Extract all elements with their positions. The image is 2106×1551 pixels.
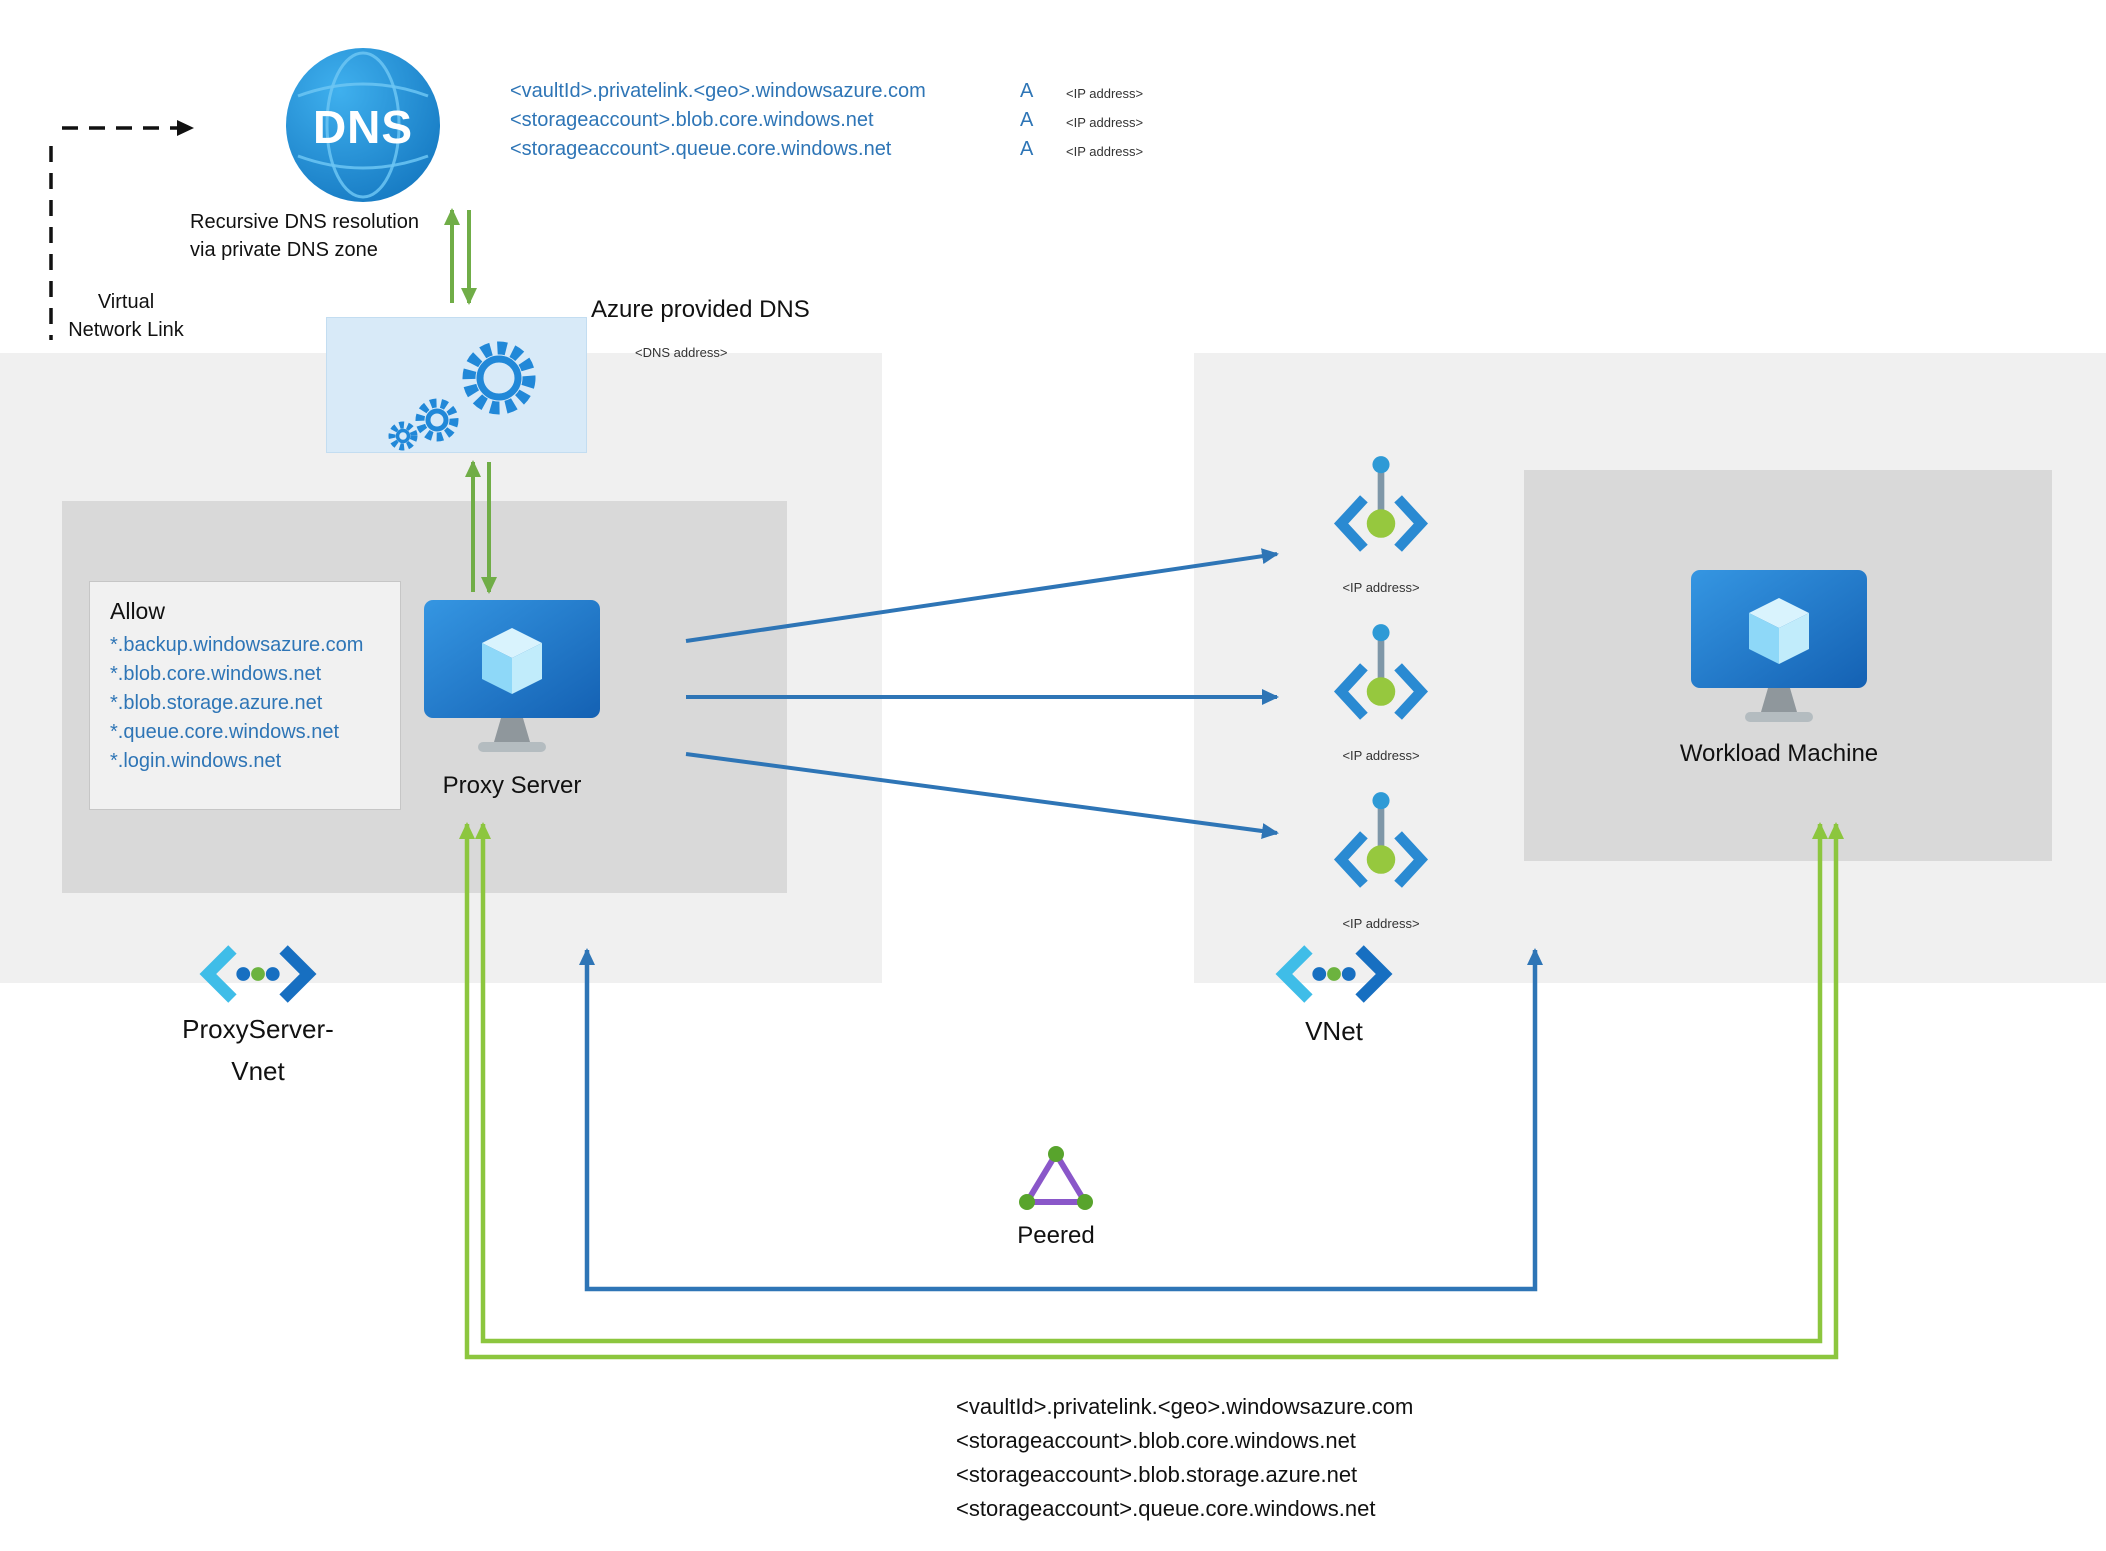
endpoint-ip-label: <IP address>	[1342, 916, 1420, 931]
dns-record-type: A	[1020, 138, 1034, 160]
private-endpoint-icon	[1333, 792, 1429, 888]
recursive-dns-note-line2: via private DNS zone	[190, 239, 378, 261]
workload-machine-label: Workload Machine	[1679, 740, 1879, 767]
dns-record-value: <IP address>	[1066, 86, 1144, 101]
vnet-icon	[1275, 941, 1393, 1007]
private-endpoint-icon	[1333, 456, 1429, 552]
allow-list-item: *.blob.storage.azure.net	[110, 692, 323, 714]
dns-record-name: <vaultId>.privatelink.<geo>.windowsazure…	[510, 80, 926, 102]
dns-resolution-path-inner	[475, 822, 1828, 1344]
azure-dns-address: <DNS address>	[635, 345, 728, 360]
resolved-domain: <storageaccount>.blob.core.windows.net	[956, 1428, 1356, 1453]
vnet-label: VNet	[1305, 1016, 1363, 1046]
resolved-domain: <storageaccount>.blob.storage.azure.net	[956, 1462, 1358, 1487]
proxy-server-label: Proxy Server	[442, 772, 582, 799]
azure-provided-dns-icon	[326, 317, 587, 453]
dns-record-name: <storageaccount>.blob.core.windows.net	[510, 109, 874, 131]
resolved-domains-list: <vaultId>.privatelink.<geo>.windowsazure…	[956, 1390, 1413, 1526]
private-endpoint-icon-3	[1324, 791, 1438, 911]
allow-list-item: *.queue.core.windows.net	[110, 721, 340, 743]
proxyserver-vnet-label-line2: Vnet	[231, 1056, 285, 1086]
dns-record-type: A	[1020, 109, 1034, 131]
proxy-endpoint-arrow-1	[685, 548, 1279, 643]
peering-triangle-icon	[1019, 1146, 1093, 1210]
peering-icon	[1019, 1143, 1093, 1215]
private-endpoint-icon-2	[1324, 623, 1438, 743]
recursive-dns-note: Recursive DNS resolution via private DNS…	[190, 208, 550, 264]
virtual-network-link-label: Virtual Network Link	[36, 288, 216, 344]
azure-provided-dns-label: Azure provided DNS	[591, 296, 810, 323]
dns-globe-icon: DNS	[286, 48, 440, 202]
dns-record-type: A	[1020, 80, 1034, 102]
globe-icon	[286, 48, 440, 202]
gears-icon	[388, 341, 536, 451]
virtual-machine-icon	[424, 600, 600, 752]
virtual-network-icon	[199, 945, 317, 1003]
peered-label: Peered	[1017, 1222, 1095, 1249]
virtual-network-link-line2: Network Link	[68, 319, 184, 341]
proxyserver-vnet-icon	[199, 941, 317, 1007]
peering-connection-path	[579, 948, 1543, 1292]
dns-record-name: <storageaccount>.queue.core.windows.net	[510, 138, 892, 160]
proxyserver-vnet-label: ProxyServer- Vnet	[118, 1008, 398, 1092]
dns-record-value: <IP address>	[1066, 144, 1144, 159]
proxyserver-vnet-label-line1: ProxyServer-	[182, 1014, 334, 1044]
proxy-endpoint-arrow-3	[685, 752, 1279, 839]
dns-globe-label: DNS	[312, 101, 414, 153]
proxy-server-icon	[424, 600, 600, 762]
workload-machine-icon	[1691, 570, 1867, 732]
allow-list-item: *.blob.core.windows.net	[110, 663, 322, 685]
dns-resolution-path-outer	[459, 822, 1844, 1360]
allow-list-title: Allow	[110, 598, 165, 624]
resolved-domain: <vaultId>.privatelink.<geo>.windowsazure…	[956, 1394, 1414, 1419]
private-endpoint-icon-1	[1324, 455, 1438, 575]
endpoint-ip-label: <IP address>	[1342, 580, 1420, 595]
virtual-machine-icon	[1691, 570, 1867, 722]
recursive-dns-note-line1: Recursive DNS resolution	[190, 211, 419, 233]
allow-list-item: *.backup.windowsazure.com	[110, 634, 364, 656]
dns-record-value: <IP address>	[1066, 115, 1144, 130]
resolved-domain: <storageaccount>.queue.core.windows.net	[956, 1496, 1376, 1521]
allow-list-box: Allow *.backup.windowsazure.com *.blob.c…	[89, 581, 401, 810]
virtual-network-link-line1: Virtual	[97, 291, 155, 313]
endpoint-ip-label: <IP address>	[1342, 748, 1420, 763]
private-endpoint-icon	[1333, 624, 1429, 720]
allow-list-item: *.login.windows.net	[110, 750, 282, 772]
virtual-network-icon	[1275, 945, 1393, 1003]
